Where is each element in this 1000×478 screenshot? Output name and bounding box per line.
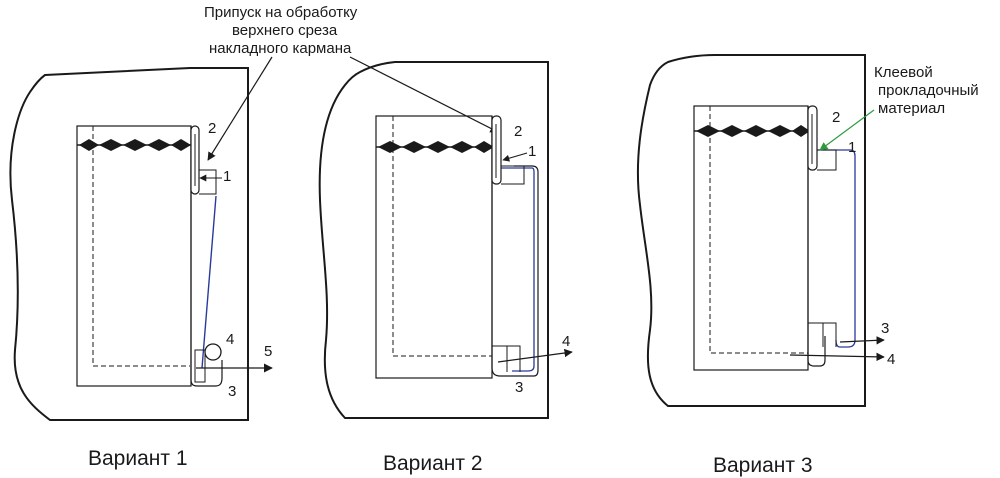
topstitch-decoration (694, 125, 816, 137)
leader-arrow-variant-1 (207, 56, 273, 161)
variant-2-caption: Вариант 2 (383, 452, 483, 475)
label-2: 2 (832, 109, 840, 126)
variant-2-diagram: 2 1 4 3 Вариант 2 (318, 61, 573, 475)
seam-highlight-circle (204, 343, 222, 361)
variant-1-diagram: 2 1 4 5 3 Вариант 1 (9, 67, 273, 470)
topstitch-decoration (376, 141, 500, 153)
variant-3-caption: Вариант 3 (713, 454, 813, 477)
garment-outline (636, 54, 866, 407)
leader-arrow-variant-2 (349, 56, 499, 133)
label-2: 2 (514, 123, 522, 140)
stitch-line (709, 106, 808, 354)
pocket-outline (693, 105, 809, 371)
allowance-annotation: Припуск на обработку верхнего среза накл… (204, 4, 499, 161)
variant-1-caption: Вариант 1 (88, 447, 188, 470)
interfacing-annotation-line-1: Клеевой (874, 64, 933, 81)
pocket-outline (76, 125, 192, 387)
facing-end (199, 169, 217, 195)
stitch-line (392, 116, 492, 357)
label-4: 4 (887, 351, 895, 368)
label-1: 1 (528, 143, 536, 160)
variant-3-diagram: 2 1 3 4 Вариант 3 (636, 54, 895, 477)
label-3: 3 (515, 379, 523, 396)
allowance-annotation-line-1: Припуск на обработку (204, 4, 358, 21)
interfacing-leader (819, 109, 875, 151)
allowance-annotation-line-2: верхнего среза (232, 22, 338, 39)
label-5: 5 (264, 343, 272, 360)
facing-fold (491, 116, 539, 377)
label-4: 4 (226, 331, 234, 348)
thread-line (201, 195, 217, 369)
garment-outline (9, 67, 249, 421)
thread-line (500, 167, 535, 372)
label-1: 1 (848, 139, 856, 156)
label-3: 3 (881, 320, 889, 337)
label-4: 4 (562, 333, 570, 350)
facing-fold (190, 126, 223, 387)
label-3: 3 (228, 383, 236, 400)
label-2: 2 (208, 120, 216, 137)
interfacing-annotation: Клеевой прокладочный материал (874, 64, 979, 117)
stitch-line (92, 126, 190, 367)
interfacing-annotation-line-3: материал (878, 100, 945, 117)
allowance-annotation-line-3: накладного кармана (209, 40, 352, 57)
label-1: 1 (223, 168, 231, 185)
topstitch-decoration (77, 139, 197, 151)
thread-line (817, 149, 856, 348)
interfacing-annotation-line-2: прокладочный (878, 82, 979, 99)
facing-fold (807, 106, 826, 367)
garment-outline (318, 61, 549, 419)
